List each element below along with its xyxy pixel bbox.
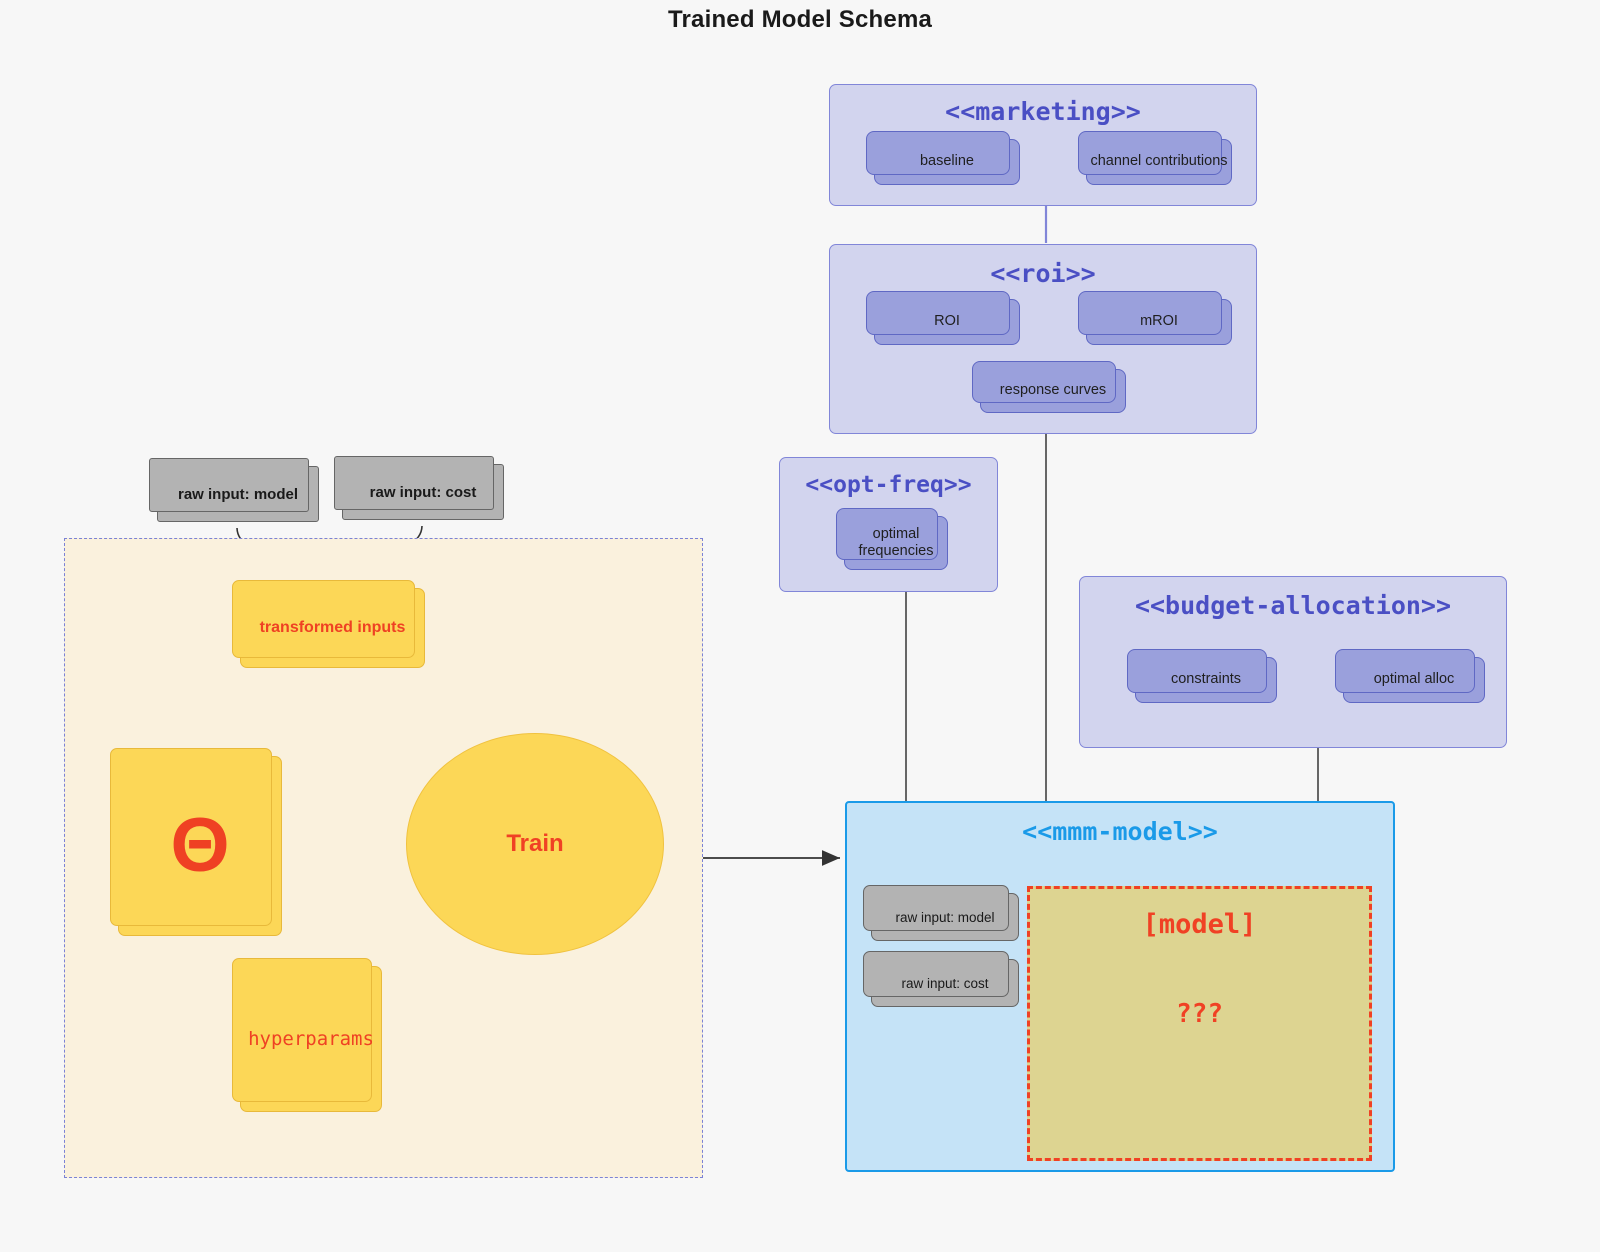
package-opt-freq-title: <<opt-freq>> [805,472,972,498]
theta-card[interactable]: Θ [110,748,282,936]
node-response-curves[interactable]: response curves [972,361,1126,413]
transformed-inputs-card[interactable]: transformed inputs [232,580,425,668]
raw-input-cost-card[interactable]: raw input: cost [334,456,504,520]
package-marketing-title: <<marketing>> [945,97,1141,126]
theta-symbol: Θ [170,803,230,888]
train-node[interactable]: Train [406,733,664,955]
raw-input-model-card[interactable]: raw input: model [149,458,319,522]
model-unknown-label: ??? [1176,999,1223,1029]
model-placeholder-box[interactable]: [model] ??? [1027,886,1372,1161]
package-mmm-model-title: <<mmm-model>> [1022,817,1218,846]
package-opt-freq[interactable]: <<opt-freq>> optimal frequencies [779,457,998,592]
package-roi[interactable]: <<roi>> ROI mROI response curves [829,244,1257,434]
node-channel-contributions[interactable]: channel contributions [1078,131,1232,185]
package-budget-allocation-title: <<budget-allocation>> [1134,591,1452,620]
node-mroi[interactable]: mROI [1078,291,1232,345]
node-roi[interactable]: ROI [866,291,1020,345]
node-optimal-alloc[interactable]: optimal alloc [1335,649,1485,703]
package-budget-allocation[interactable]: <<budget-allocation>> constraints optima… [1079,576,1507,748]
package-mmm-model[interactable]: <<mmm-model>> raw input: model raw input… [845,801,1395,1172]
hyperparams-card[interactable]: hyperparams [232,958,382,1112]
package-marketing[interactable]: <<marketing>> baseline channel contribut… [829,84,1257,206]
node-optimal-frequencies-line2: frequencies [858,543,934,559]
package-roi-title: <<roi>> [990,259,1096,288]
model-placeholder-label: [model] [1142,909,1257,940]
node-constraints[interactable]: constraints [1127,649,1277,703]
node-optimal-frequencies[interactable]: optimal frequencies [836,508,948,570]
mmm-raw-input-model[interactable]: raw input: model [863,885,1019,941]
node-baseline[interactable]: baseline [866,131,1020,185]
mmm-raw-input-cost[interactable]: raw input: cost [863,951,1019,1007]
page-title: Trained Model Schema [667,6,933,33]
node-optimal-frequencies-line1: optimal [872,525,920,542]
